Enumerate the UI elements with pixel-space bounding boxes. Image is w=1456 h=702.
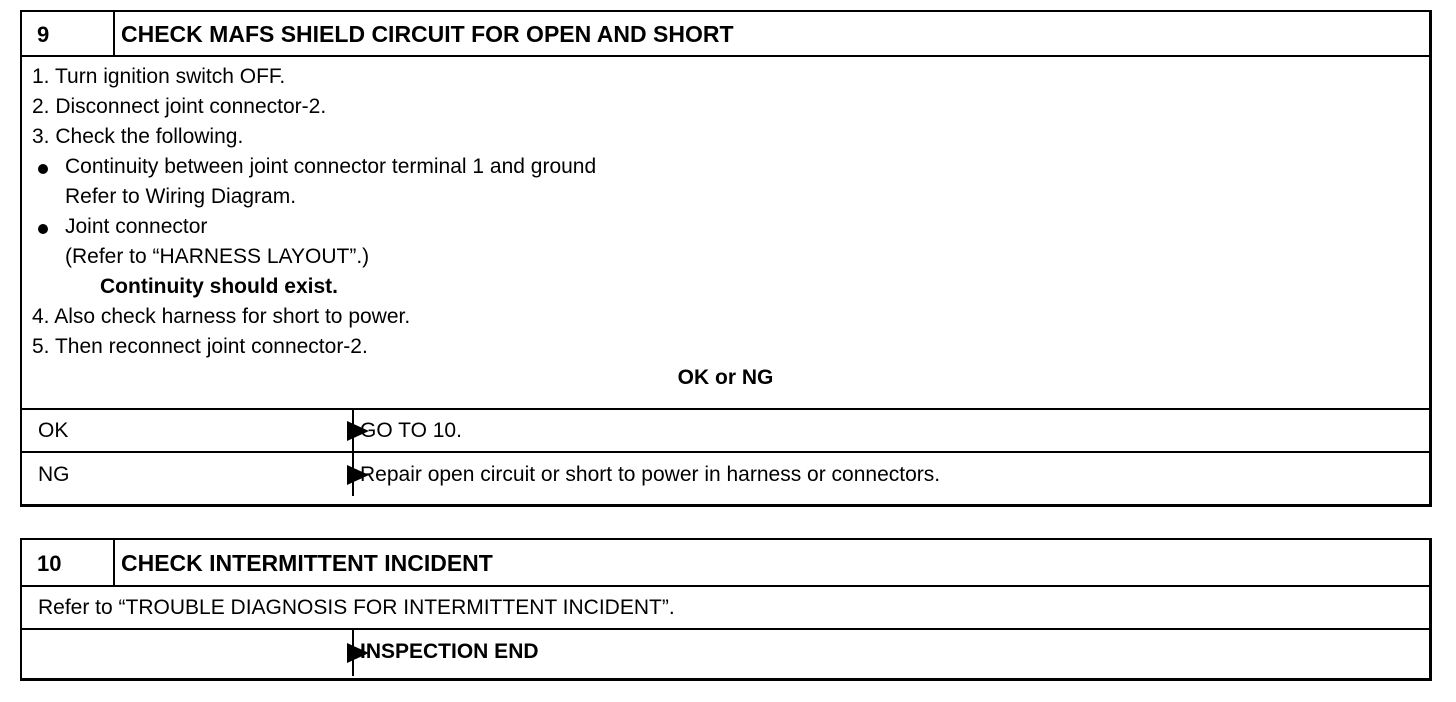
result-label: NG [38, 463, 70, 486]
result-row-end: INSPECTION END [22, 630, 1429, 676]
ok-or-ng-label: OK or NG [677, 366, 774, 389]
right-triangle-arrow-icon [347, 420, 369, 441]
step-10-instructions: Refer to “TROUBLE DIAGNOSIS FOR INTERMIT… [22, 587, 1429, 630]
instruction-line: 5. Then reconnect joint connector-2. [32, 335, 368, 358]
result-action: INSPECTION END [352, 630, 1429, 676]
step-number: 10 [22, 540, 115, 585]
result-row-ok: OK GO TO 10. [22, 410, 1429, 453]
step-title: CHECK INTERMITTENT INCIDENT [121, 550, 493, 576]
instruction-line: Continuity between joint connector termi… [65, 155, 597, 178]
result-label: OK [38, 419, 69, 442]
right-triangle-arrow-icon [347, 643, 369, 663]
instruction-emphasis: Continuity should exist. [100, 275, 339, 298]
right-triangle-arrow-icon [347, 464, 369, 485]
instruction-line: 1. Turn ignition switch OFF. [32, 65, 286, 88]
instruction-line: (Refer to “HARNESS LAYOUT”.) [65, 245, 370, 268]
instruction-line: Refer to Wiring Diagram. [65, 185, 297, 208]
instruction-line: 2. Disconnect joint connector-2. [32, 95, 327, 118]
step-number: 9 [22, 12, 115, 55]
result-action: GO TO 10. [352, 410, 1429, 451]
result-row-ng: NG Repair open circuit or short to power… [22, 453, 1429, 496]
step-10-header: 10 CHECK INTERMITTENT INCIDENT [22, 540, 1429, 587]
result-action: Repair open circuit or short to power in… [352, 453, 1429, 496]
instruction-line: 3. Check the following. [32, 125, 244, 148]
step-title: CHECK MAFS SHIELD CIRCUIT FOR OPEN AND S… [121, 21, 734, 47]
bullet-dot-icon [38, 164, 48, 174]
instruction-line: 4. Also check harness for short to power… [32, 305, 411, 328]
step-9-instructions: 1. Turn ignition switch OFF. 2. Disconne… [22, 57, 1429, 410]
step-10-table: 10 CHECK INTERMITTENT INCIDENT Refer to … [20, 538, 1432, 681]
step-9-table: 9 CHECK MAFS SHIELD CIRCUIT FOR OPEN AND… [20, 10, 1432, 507]
bullet-dot-icon [38, 224, 48, 234]
step-9-header: 9 CHECK MAFS SHIELD CIRCUIT FOR OPEN AND… [22, 12, 1429, 57]
instruction-line: Joint connector [65, 215, 208, 238]
